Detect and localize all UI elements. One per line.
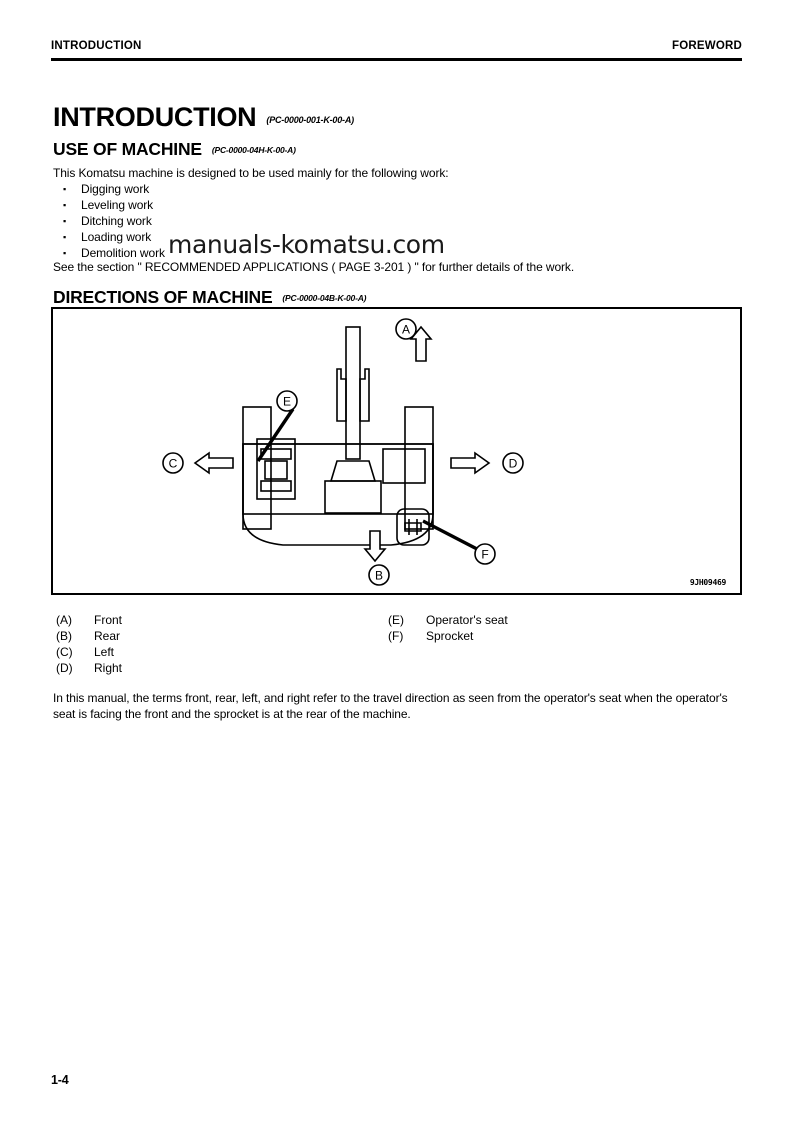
section-heading-directions-of-machine: DIRECTIONS OF MACHINE (PC-0000-04B-K-00-A…: [53, 287, 366, 308]
list-item-label: Loading work: [81, 230, 152, 244]
excavator-top-view-diagram: A B C D E: [162, 318, 524, 586]
legend-value: Operator's seat: [426, 613, 508, 627]
section-heading-code: (PC-0000-04H-K-00-A): [211, 145, 296, 155]
legend-item-a: (A) Front: [56, 612, 122, 628]
legend-key: (B): [56, 629, 72, 643]
list-item: ▪ Ditching work: [53, 213, 165, 229]
legend-key: (C): [56, 645, 73, 659]
header-section-title: INTRODUCTION: [51, 40, 142, 52]
legend-item-b: (B) Rear: [56, 628, 122, 644]
legend-key: (F): [388, 629, 404, 643]
legend-item-e: (E) Operator's seat: [388, 612, 508, 628]
legend-value: Sprocket: [426, 629, 474, 643]
list-item: ▪ Loading work: [53, 229, 165, 245]
callout-c: C: [162, 452, 184, 474]
page-header: INTRODUCTION FOREWORD: [51, 40, 742, 62]
callout-e-label: E: [283, 395, 291, 409]
bullet-marker-icon: ▪: [63, 232, 67, 242]
legend-item-c: (C) Left: [56, 644, 122, 660]
callout-c-label: C: [169, 457, 178, 471]
arrow-left-icon: [193, 451, 234, 475]
machine-directions-figure: A B C D E: [51, 307, 742, 595]
callout-f-label: F: [481, 548, 488, 562]
bullet-marker-icon: ▪: [63, 216, 67, 226]
section-heading-text: USE OF MACHINE: [53, 139, 202, 159]
list-item-label: Leveling work: [81, 198, 154, 212]
see-section-reference: See the section " RECOMMENDED APPLICATIO…: [53, 260, 575, 274]
legend-item-d: (D) Right: [56, 660, 122, 676]
legend-item-f: (F) Sprocket: [388, 628, 508, 644]
callout-e: E: [276, 390, 298, 412]
bullet-marker-icon: ▪: [63, 184, 67, 194]
leader-line-operator-seat: [256, 408, 295, 462]
callout-a: A: [395, 318, 417, 340]
directions-closing-paragraph: In this manual, the terms front, rear, l…: [53, 691, 728, 721]
list-item: ▪ Digging work: [53, 181, 165, 197]
legend-value: Left: [94, 645, 115, 659]
bullet-marker-icon: ▪: [63, 248, 67, 258]
legend-key: (D): [56, 661, 73, 675]
figure-id: 9JH09469: [689, 578, 726, 587]
callout-d-label: D: [509, 457, 518, 471]
section-heading-code: (PC-0000-04B-K-00-A): [282, 293, 367, 303]
list-item: ▪ Demolition work: [53, 245, 165, 261]
callout-b-label: B: [375, 569, 383, 583]
section-heading-use-of-machine: USE OF MACHINE (PC-0000-04H-K-00-A): [53, 139, 296, 160]
header-chapter-title: FOREWORD: [672, 40, 742, 52]
page-number: 1-4: [51, 1073, 69, 1087]
page-title-text: INTRODUCTION: [53, 102, 257, 132]
list-item-label: Digging work: [81, 182, 150, 196]
list-item: ▪ Leveling work: [53, 197, 165, 213]
legend-value: Right: [94, 661, 123, 675]
callout-f: F: [474, 543, 496, 565]
header-divider: [51, 58, 742, 61]
callout-b: B: [368, 564, 390, 586]
watermark: manuals-komatsu.com: [168, 230, 445, 259]
use-of-machine-bullet-list: ▪ Digging work ▪ Leveling work ▪ Ditching w…: [53, 181, 165, 261]
arrow-down-icon: [363, 530, 387, 563]
page-title: INTRODUCTION (PC-0000-001-K-00-A): [53, 102, 354, 133]
callout-d: D: [502, 452, 524, 474]
leader-line-sprocket: [422, 519, 478, 551]
arrow-right-icon: [450, 451, 491, 475]
callout-a-label: A: [402, 323, 410, 337]
legend-key: (A): [56, 613, 72, 627]
figure-legend-right: (E) Operator's seat (F) Sprocket: [388, 612, 508, 644]
legend-key: (E): [388, 613, 404, 627]
figure-legend-left: (A) Front (B) Rear (C) Left (D) Right: [56, 612, 122, 676]
legend-value: Front: [94, 613, 123, 627]
page-title-code: (PC-0000-001-K-00-A): [266, 115, 354, 125]
list-item-label: Ditching work: [81, 214, 152, 228]
bullet-marker-icon: ▪: [63, 200, 67, 210]
list-item-label: Demolition work: [81, 246, 165, 260]
arrow-up-icon: [409, 325, 433, 362]
legend-value: Rear: [94, 629, 121, 643]
section-heading-text: DIRECTIONS OF MACHINE: [53, 287, 273, 307]
use-of-machine-intro: This Komatsu machine is designed to be u…: [53, 166, 449, 180]
